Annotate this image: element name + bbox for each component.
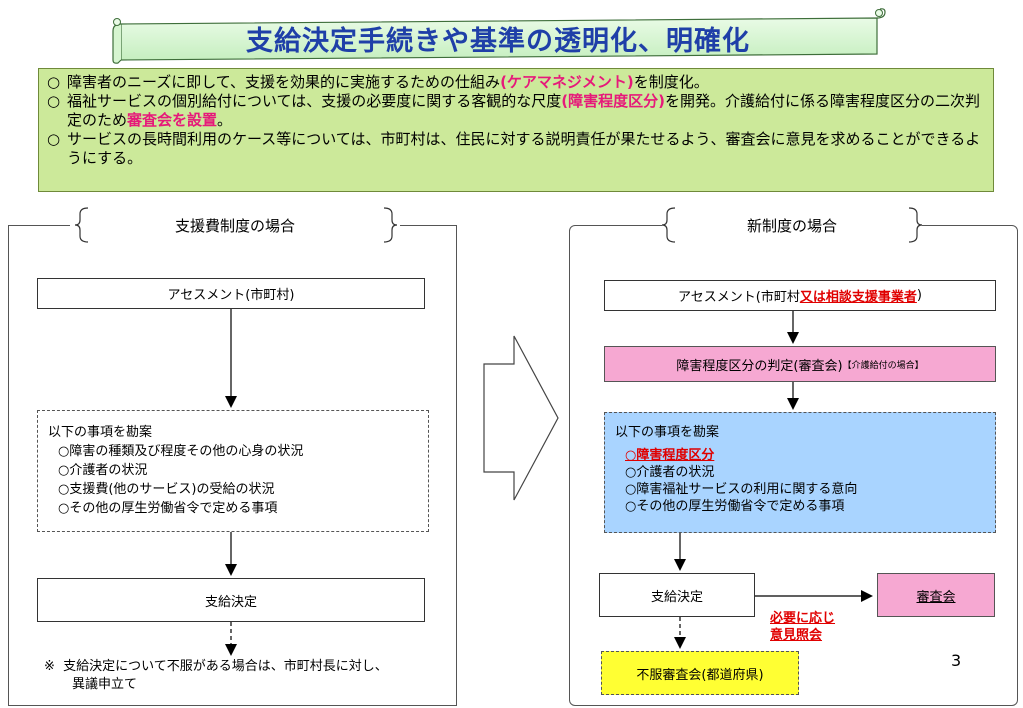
consult-label: 必要に応じ 意見照会 [770, 610, 860, 646]
summary-text: を制度化。 [633, 73, 709, 91]
bullet-circle: ○ [47, 73, 61, 91]
appeal-board-box: 不服審査会(都道府県) [601, 651, 799, 695]
note-mark: ※ [44, 659, 55, 674]
right-consider-item-highlight: ○障害程度区分 [625, 448, 715, 463]
right-decision-box: 支給決定 [599, 573, 755, 617]
summary-text: 福祉サービスの個別給付については、支援の必要度に関する客観的な尺度 [67, 92, 562, 110]
right-consider-title: 以下の事項を勘案 [615, 425, 720, 440]
consult-line: 必要に応じ [770, 611, 836, 626]
assessment-text: ) [916, 288, 922, 303]
panel-header-left-label: 支援費制度の場合 [174, 216, 295, 235]
page-number: 3 [951, 651, 962, 670]
assessment-highlight: 又は相談支援事業者 [799, 290, 917, 305]
left-decision-box: 支給決定 [37, 578, 425, 622]
right-assessment-box: アセスメント(市町村又は相談支援事業者) [604, 280, 996, 311]
right-consider-item: ○介護者の状況 [625, 465, 715, 480]
note-line: 異議申立て [72, 677, 138, 692]
summary-box: ○ 障害者のニーズに即して、支援を効果的に実施するための仕組み(ケアマネジメント… [38, 68, 994, 192]
council-box: 審査会 [877, 573, 995, 617]
bullet-circle: ○ [47, 92, 61, 110]
summary-text: 障害者のニーズに即して、支援を効果的に実施するための仕組み [67, 73, 501, 91]
left-header-bracket [74, 207, 398, 243]
bullet-circle: ○ [47, 130, 61, 148]
summary-item: ○ 福祉サービスの個別給付については、支援の必要度に関する客観的な尺度(障害程度… [47, 92, 985, 130]
judgement-text: 障害程度区分の判定(審査会) [676, 358, 843, 374]
council-label: 審査会 [916, 589, 956, 605]
note-line: 支給決定について不服がある場合は、市町村長に対し、 [63, 659, 388, 674]
left-consider-item: ○その他の厚生労働省令で定める事項 [58, 501, 278, 516]
panel-header-right-label: 新制度の場合 [746, 216, 837, 235]
left-consideration-box: 以下の事項を勘案 ○障害の種類及び程度その他の心身の状況 ○介護者の状況 ○支援… [37, 410, 429, 532]
summary-item: ○ サービスの長時間利用のケース等については、市町村は、住民に対する説明責任が果… [47, 130, 985, 168]
summary-text: を開発。介護給付に係る障害程度区分の二次判定のため [67, 92, 980, 129]
panel-header-right: 新制度の場合 [662, 206, 922, 244]
left-assessment-box: アセスメント(市町村) [37, 278, 425, 309]
summary-text: サービスの長時間利用のケース等については、市町村は、住民に対する説明責任が果たせ… [67, 130, 981, 167]
consult-line: 意見照会 [770, 628, 823, 643]
summary-text: 。 [217, 111, 233, 129]
summary-highlight: 審査会を設置 [127, 111, 218, 129]
right-judgement-box: 障害程度区分の判定(審査会)【介護給付の場合】 [604, 346, 996, 382]
judgement-note: 【介護給付の場合】 [842, 360, 924, 371]
transition-arrow-icon [483, 335, 559, 501]
summary-highlight: (障害程度区分) [561, 92, 665, 110]
left-consider-item: ○介護者の状況 [58, 463, 148, 478]
left-consider-item: ○障害の種類及び程度その他の心身の状況 [58, 444, 304, 459]
left-consider-title: 以下の事項を勘案 [48, 425, 153, 440]
left-consider-item: ○支援費(他のサービス)の受給の状況 [58, 482, 275, 497]
right-consideration-box: 以下の事項を勘案 ○障害程度区分 ○介護者の状況 ○障害福祉サービスの利用に関す… [604, 412, 996, 533]
right-consider-item: ○その他の厚生労働省令で定める事項 [625, 499, 845, 514]
summary-highlight: (ケアマネジメント) [500, 73, 634, 91]
right-header-bracket [661, 207, 923, 243]
panel-header-left: 支援費制度の場合 [70, 206, 400, 244]
page-title: 支給決定手続きや基準の透明化、明確化 [246, 25, 750, 57]
assessment-text: アセスメント(市町村 [678, 290, 800, 305]
left-note: ※ 支給決定について不服がある場合は、市町村長に対し、 異議申立て [44, 658, 454, 700]
summary-item: ○ 障害者のニーズに即して、支援を効果的に実施するための仕組み(ケアマネジメント… [47, 73, 985, 92]
right-consider-item: ○障害福祉サービスの利用に関する意向 [625, 482, 858, 497]
